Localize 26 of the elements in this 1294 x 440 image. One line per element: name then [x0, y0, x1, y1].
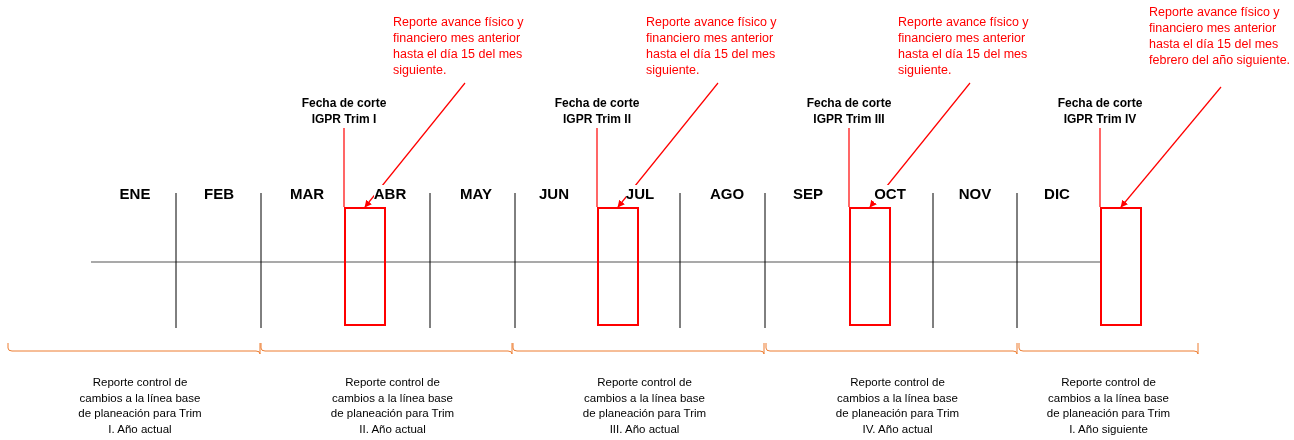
cutoff-label: Fecha de corte IGPR Trim II [553, 95, 641, 127]
cutoff-label: Fecha de corte IGPR Trim III [805, 95, 893, 127]
highlight-box [344, 207, 386, 326]
annotation-text: Reporte avance físico y financiero mes anterior hasta el día 15 del mes siguiente. [393, 14, 525, 78]
period-note: Reporte control de cambios a la línea base de planeación para Trim II. Año actual [330, 375, 455, 437]
leader-line [1099, 127, 1101, 208]
annotation-text: Reporte avance físico y financiero mes anterior hasta el día 15 del mes siguiente. [646, 14, 778, 78]
period-note: Reporte control de cambios a la línea base de planeación para Trim III. Año actual [582, 375, 707, 437]
annotation-text: Reporte avance físico y financiero mes anterior hasta el día 15 del mes febrero del año siguiente. [1149, 4, 1291, 68]
period-note: Reporte control de cambios a la línea base de planeación para Trim I. Año actual [78, 375, 202, 437]
arrow [1120, 86, 1222, 208]
period-note: Reporte control de cambios a la línea base de planeación para Trim I. Año siguiente [1046, 375, 1171, 437]
annotation-text: Reporte avance físico y financiero mes anterior hasta el día 15 del mes siguiente. [898, 14, 1030, 78]
highlight-box [1100, 207, 1142, 326]
cutoff-label: Fecha de corte IGPR Trim I [300, 95, 388, 127]
arrow [869, 82, 971, 208]
period-note: Reporte control de cambios a la línea base de planeación para Trim IV. Año actual [835, 375, 960, 437]
month-label: OCT [874, 185, 906, 203]
arrow [617, 82, 719, 208]
leader-line [596, 127, 598, 208]
arrow [364, 82, 466, 208]
highlight-box [597, 207, 639, 326]
highlight-box [849, 207, 891, 326]
cutoff-label: Fecha de corte IGPR Trim IV [1056, 95, 1144, 127]
leader-line [343, 127, 345, 208]
leader-line [848, 127, 850, 208]
